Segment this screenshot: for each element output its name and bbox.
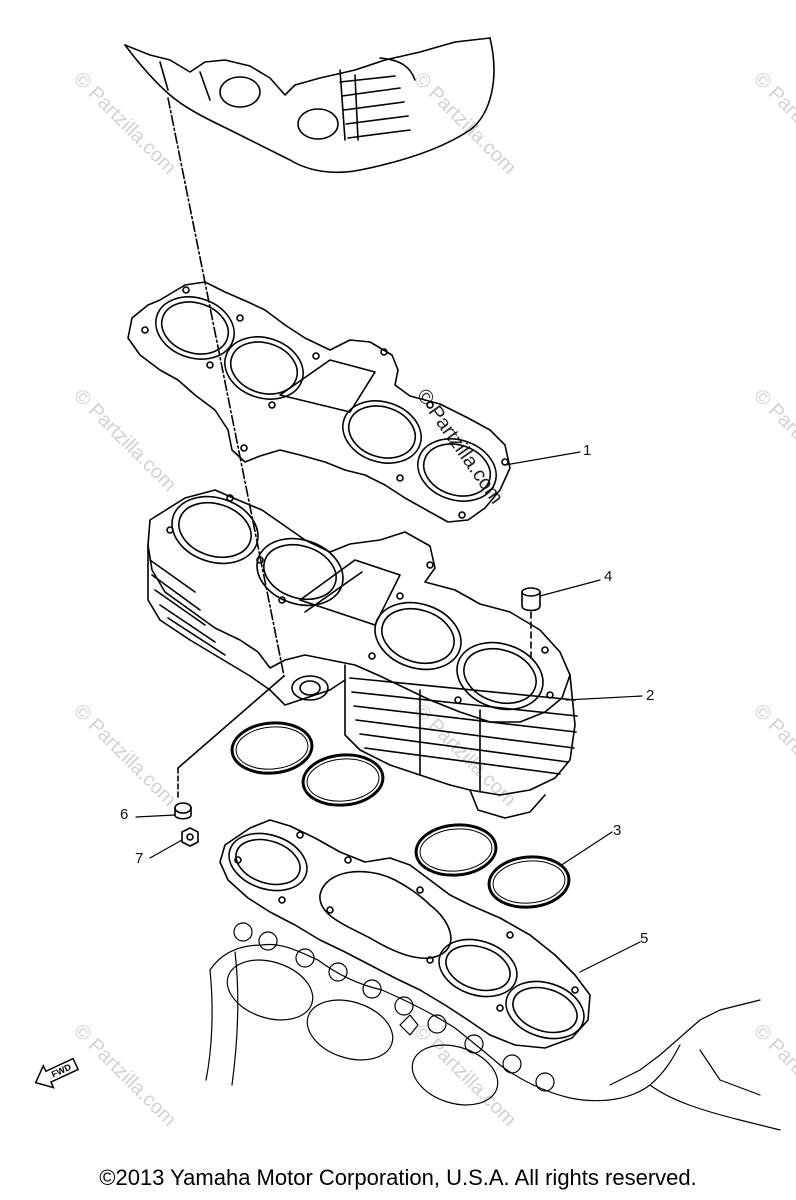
cylinder-head-outline <box>124 37 495 174</box>
head-gasket <box>127 281 511 523</box>
callout-2: 2 <box>646 687 655 704</box>
head-stud-line <box>167 97 285 677</box>
o-rings <box>230 721 571 909</box>
washer-nut <box>174 675 285 847</box>
base-gasket <box>219 819 591 1049</box>
callout-5: 5 <box>640 930 649 947</box>
callout-7: 7 <box>135 850 144 867</box>
cylinder-block <box>147 489 578 819</box>
leader-lines <box>135 451 643 973</box>
parts-diagram: FWD <box>34 37 781 1131</box>
dowel-pin <box>521 587 541 661</box>
o-rings-inner <box>235 726 566 904</box>
crankcase-outline <box>205 922 781 1131</box>
copyright-notice: ©2013 Yamaha Motor Corporation, U.S.A. A… <box>99 1165 697 1190</box>
callout-4: 4 <box>604 568 613 585</box>
callout-3: 3 <box>613 822 622 839</box>
callout-6: 6 <box>120 806 129 823</box>
callout-1: 1 <box>583 442 592 459</box>
forward-arrow-icon: FWD <box>34 1057 80 1089</box>
